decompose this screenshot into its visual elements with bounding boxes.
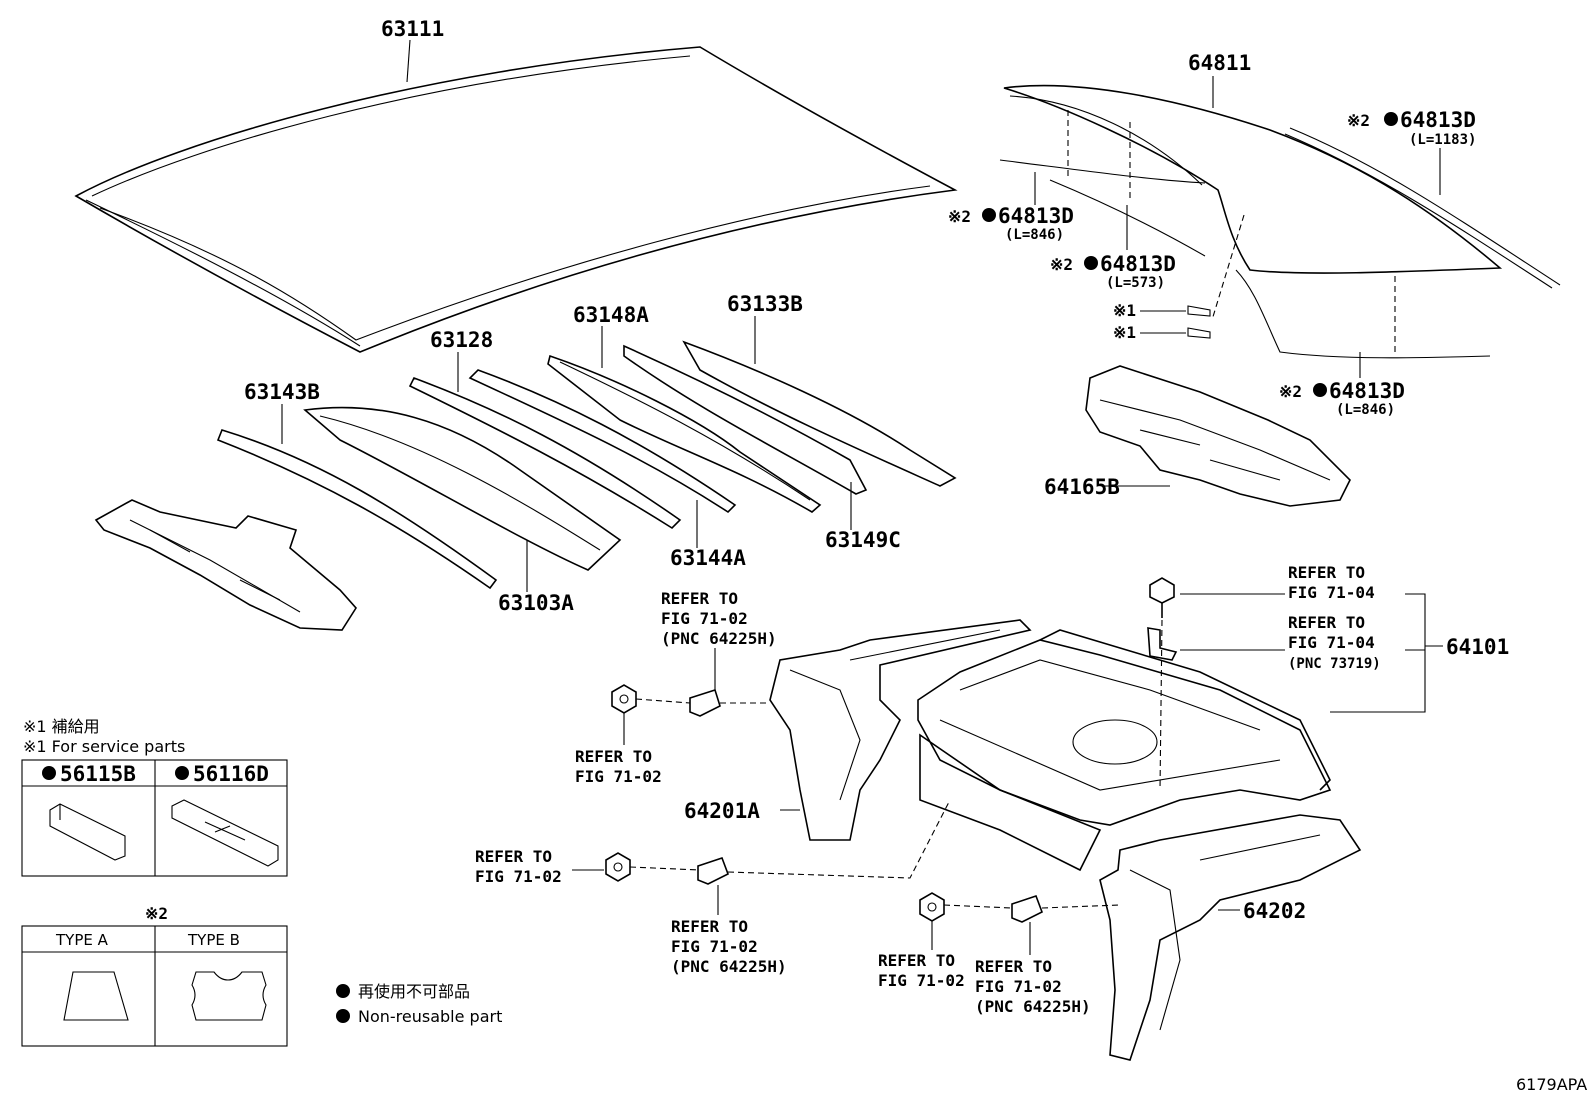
roof-rail-63148a-drawing[interactable] bbox=[547, 354, 822, 513]
non-reusable-dot bbox=[1313, 383, 1327, 397]
type-note-mark: ※2 bbox=[145, 904, 168, 923]
roof-panel-drawing[interactable] bbox=[74, 46, 958, 353]
non-reusable-dot bbox=[1384, 112, 1398, 126]
refer-5-line2: FIG 71-02 bbox=[475, 867, 562, 886]
refer-5-line1: REFER TO bbox=[475, 847, 552, 866]
refer-6-line2: FIG 71-02 bbox=[671, 937, 758, 956]
nut-drawing[interactable] bbox=[611, 684, 637, 714]
label-rail-63143b: 63143B bbox=[244, 380, 320, 404]
service-parts-note-jp: ※1 補給用 bbox=[23, 717, 100, 736]
service-parts-table: 56115B 56116D bbox=[21, 759, 288, 877]
type-a-shape bbox=[63, 971, 129, 1021]
refer-3-line1: REFER TO bbox=[661, 589, 738, 608]
label-roof-panel: 63111 bbox=[381, 17, 444, 41]
refer-2-line3: (PNC 73719) bbox=[1288, 656, 1381, 672]
panel-64165b-drawing[interactable] bbox=[1085, 365, 1351, 507]
label-molding-bottom-mark: ※2 bbox=[1279, 382, 1302, 401]
refer-2-line2: FIG 71-04 bbox=[1288, 633, 1375, 652]
label-back-window-glass: 64811 bbox=[1188, 51, 1251, 75]
non-reusable-dot bbox=[336, 984, 350, 998]
label-molding-bottom: 64813D bbox=[1329, 379, 1405, 403]
refer-3-line3: (PNC 64225H) bbox=[661, 629, 777, 648]
refer-8-line3: (PNC 64225H) bbox=[975, 997, 1091, 1016]
refer-4-line2: FIG 71-02 bbox=[575, 767, 662, 786]
bracket-drawing[interactable] bbox=[697, 856, 730, 885]
label-rail-63133b: 63133B bbox=[727, 292, 803, 316]
refer-7-line2: FIG 71-02 bbox=[878, 971, 965, 990]
label-molding-mid: 64813D bbox=[1100, 252, 1176, 276]
non-reusable-dot bbox=[42, 766, 56, 780]
side-member-64201a-drawing[interactable] bbox=[769, 619, 1032, 841]
refer-7-line1: REFER TO bbox=[878, 951, 955, 970]
front-header-panel-drawing[interactable] bbox=[94, 499, 357, 631]
back-window-glass-drawing[interactable] bbox=[999, 84, 1561, 359]
roof-rail-63133b-drawing[interactable] bbox=[623, 340, 957, 495]
label-molding-left-mark: ※2 bbox=[948, 207, 971, 226]
spacer-56116d-drawing bbox=[171, 799, 279, 867]
refer-6-line1: REFER TO bbox=[671, 917, 748, 936]
type-a-label: TYPE A bbox=[55, 931, 109, 949]
rear-floor-assembly-drawing[interactable] bbox=[917, 629, 1332, 872]
refer-1-line1: REFER TO bbox=[1288, 563, 1365, 582]
refer-8-line2: FIG 71-02 bbox=[975, 977, 1062, 996]
service-parts-note-en: ※1 For service parts bbox=[23, 737, 185, 756]
label-molding-mid-mark: ※2 bbox=[1050, 255, 1073, 274]
service-part-56115b: 56115B bbox=[60, 762, 136, 786]
label-rail-63128: 63128 bbox=[430, 328, 493, 352]
refer-2-line1: REFER TO bbox=[1288, 613, 1365, 632]
label-service-mark-1: ※1 bbox=[1113, 301, 1136, 320]
drawing-code: 6179APA bbox=[1516, 1075, 1587, 1094]
refer-1-line2: FIG 71-04 bbox=[1288, 583, 1375, 602]
refer-4-line1: REFER TO bbox=[575, 747, 652, 766]
nut-drawing[interactable] bbox=[605, 852, 631, 882]
roof-rail-63143b-drawing[interactable] bbox=[216, 406, 622, 590]
refer-3-line2: FIG 71-02 bbox=[661, 609, 748, 628]
service-part-56116d: 56116D bbox=[193, 762, 269, 786]
refer-8-line1: REFER TO bbox=[975, 957, 1052, 976]
bracket-drawing[interactable] bbox=[1147, 627, 1178, 661]
side-member-64202-drawing[interactable] bbox=[1099, 814, 1362, 1061]
type-b-label: TYPE B bbox=[187, 931, 240, 949]
refer-6-line3: (PNC 64225H) bbox=[671, 957, 787, 976]
nut-drawing[interactable] bbox=[919, 892, 945, 922]
label-molding-top-right-mark: ※2 bbox=[1347, 111, 1370, 130]
spacer-56115b-drawing bbox=[49, 803, 126, 861]
non-reusable-dot bbox=[336, 1009, 350, 1023]
label-rail-63103a: 63103A bbox=[498, 591, 574, 615]
label-side-64201a: 64201A bbox=[684, 799, 760, 823]
non-reusable-dot bbox=[175, 766, 189, 780]
label-side-64202: 64202 bbox=[1243, 899, 1306, 923]
label-rail-63144a: 63144A bbox=[670, 546, 746, 570]
bolt-drawing[interactable] bbox=[1149, 577, 1175, 618]
label-molding-left: 64813D bbox=[998, 204, 1074, 228]
label-molding-mid-length: (L=573) bbox=[1106, 275, 1165, 291]
label-panel-64165b: 64165B bbox=[1044, 475, 1120, 499]
roof-rail-63128-drawing[interactable] bbox=[408, 369, 737, 530]
molding-type-table: TYPE A TYPE B bbox=[21, 925, 288, 1047]
bracket-drawing[interactable] bbox=[1011, 894, 1044, 923]
label-molding-bottom-length: (L=846) bbox=[1336, 402, 1395, 418]
label-rail-63148a: 63148A bbox=[573, 303, 649, 327]
type-b-shape bbox=[191, 971, 267, 1021]
non-reusable-note-en: Non-reusable part bbox=[358, 1007, 502, 1026]
non-reusable-note-jp: 再使用不可部品 bbox=[358, 982, 470, 1001]
non-reusable-dot bbox=[1084, 256, 1098, 270]
label-rail-63149c: 63149C bbox=[825, 528, 901, 552]
label-molding-left-length: (L=846) bbox=[1005, 227, 1064, 243]
label-molding-top-right-length: (L=1183) bbox=[1409, 132, 1476, 148]
label-floor-64101: 64101 bbox=[1446, 635, 1509, 659]
bracket-drawing[interactable] bbox=[689, 688, 721, 717]
non-reusable-dot bbox=[982, 208, 996, 222]
label-service-mark-2: ※1 bbox=[1113, 323, 1136, 342]
label-molding-top-right: 64813D bbox=[1400, 108, 1476, 132]
